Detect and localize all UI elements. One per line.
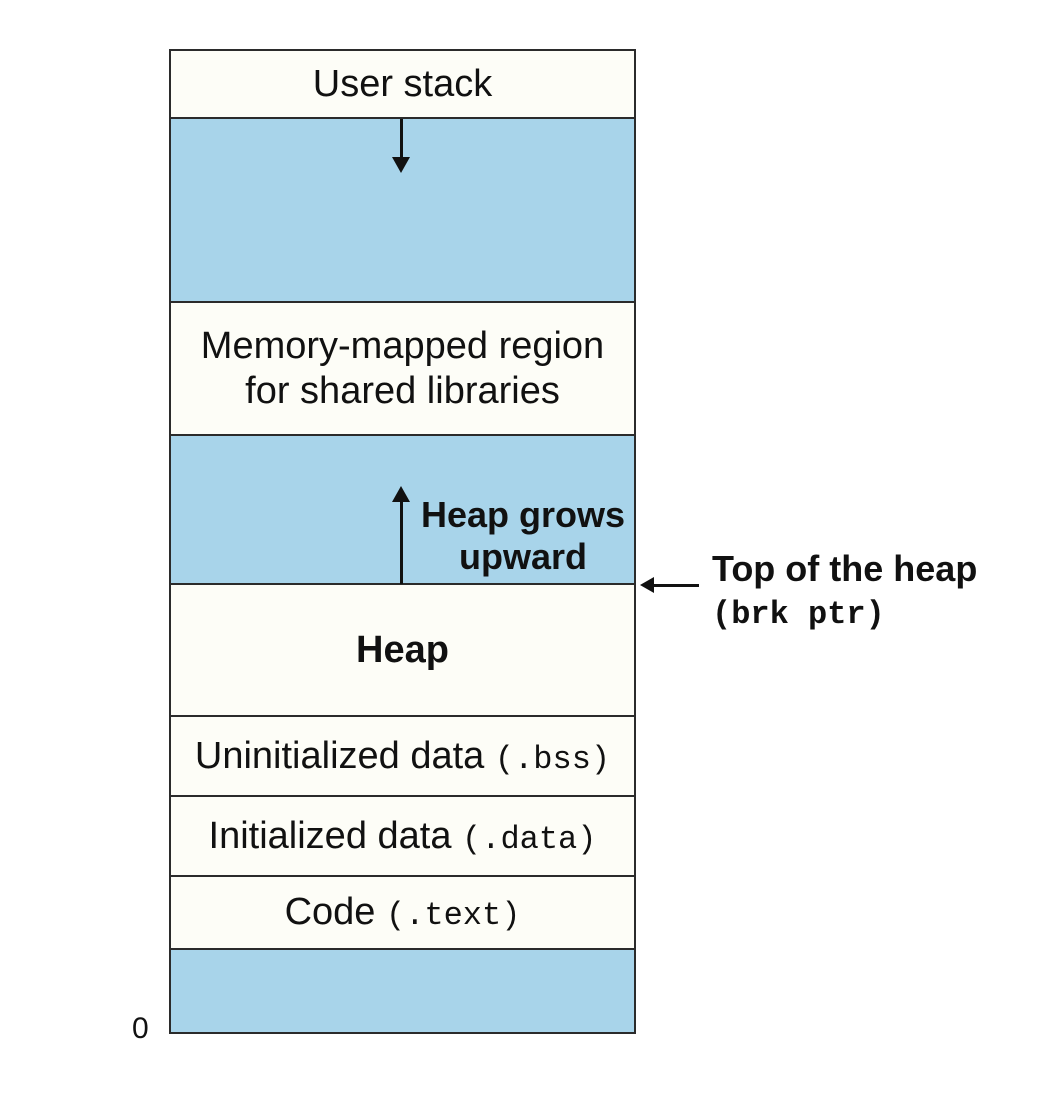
heap-grows-up-arrow-line	[400, 500, 403, 584]
brk-pointer-arrow-line	[653, 584, 699, 587]
top-of-heap-text: Top of the heap	[712, 548, 978, 589]
bss-label: Uninitialized data (.bss)	[195, 734, 610, 779]
region-bss: Uninitialized data (.bss)	[171, 717, 634, 797]
memory-column: User stack Memory-mapped region for shar…	[169, 49, 636, 1034]
user-stack-label: User stack	[312, 62, 493, 105]
stack-grows-down-arrow-line	[400, 119, 403, 159]
brk-pointer-arrow-icon	[640, 577, 654, 593]
mmap-label-line2: for shared libraries	[245, 369, 560, 412]
bss-label-text: Uninitialized data	[194, 734, 495, 777]
code-label-code: (.text)	[385, 897, 521, 935]
bss-label-code: (.bss)	[494, 740, 611, 778]
address-zero-label: 0	[132, 1012, 149, 1045]
data-label-code: (.data)	[462, 820, 597, 858]
top-of-heap-annotation: Top of the heap (brk ptr)	[712, 546, 1032, 635]
region-data: Initialized data (.data)	[171, 797, 634, 877]
region-code: Code (.text)	[171, 877, 634, 950]
stack-grows-down-arrow-icon	[392, 157, 410, 173]
data-label-text: Initialized data	[208, 814, 463, 857]
region-heap: Heap	[171, 585, 634, 717]
code-label: Code (.text)	[285, 890, 521, 935]
brk-ptr-text: (brk ptr)	[712, 596, 885, 633]
heap-grows-label-line2: upward	[458, 535, 587, 577]
mmap-label-line1: Memory-mapped region	[200, 324, 605, 367]
region-bottom-reserved	[171, 950, 634, 1032]
heap-grows-up-arrow-icon	[392, 486, 410, 502]
region-memory-mapped: Memory-mapped region for shared librarie…	[171, 303, 634, 436]
region-user-stack: User stack	[171, 51, 634, 119]
heap-label: Heap	[356, 628, 449, 671]
heap-grows-label-line1: Heap grows	[420, 494, 626, 535]
code-label-text: Code	[284, 891, 386, 934]
heap-grows-label: Heap grows upward	[412, 494, 634, 578]
data-label: Initialized data (.data)	[209, 814, 597, 859]
